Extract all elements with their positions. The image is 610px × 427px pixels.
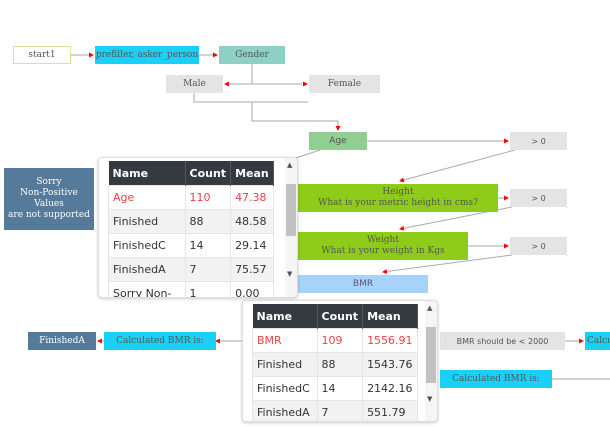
cell: 48.58 (230, 209, 274, 234)
col-count: Count (185, 161, 232, 186)
cell: 75.57 (230, 257, 274, 282)
sorry-line1: Sorry (36, 177, 62, 187)
height-question: What is your metric height in cms? (318, 198, 478, 208)
sorry-line2: Non-Positive Values (20, 188, 78, 209)
cell: 109 (316, 328, 364, 353)
cell: 29.14 (230, 233, 274, 258)
col-mean: Mean (230, 161, 274, 186)
calc-bmr-node-right[interactable]: Calculated (585, 332, 610, 350)
age-label: Age (329, 135, 347, 146)
cell: 110 (184, 185, 232, 210)
cell: 7 (184, 257, 232, 282)
weight-title: Weight (367, 235, 399, 245)
cell: 14 (316, 376, 364, 401)
cell: 551.79 (362, 400, 418, 421)
col-mean: Mean (362, 304, 418, 329)
cell: 0.00 (230, 281, 274, 297)
cell: 14 (184, 233, 232, 258)
prefiller-node[interactable]: prefiller, asker_person (95, 46, 199, 64)
col-count: Count (317, 304, 364, 329)
bmr-condition-node[interactable]: BMR should be < 2000 (440, 332, 565, 350)
bmr-label: BMR (352, 278, 374, 289)
col-name: Name (252, 304, 318, 329)
scrollbar[interactable]: ▲▼ (285, 158, 297, 297)
prefiller-label: prefiller, asker_person (95, 49, 199, 60)
age-node[interactable]: Age (309, 132, 367, 150)
height-title: Height (382, 187, 414, 197)
scroll-up-icon[interactable]: ▲ (427, 304, 433, 312)
cell: Finished (252, 352, 318, 377)
gt0-label: > 0 (531, 136, 546, 146)
gt0-label: > 0 (531, 193, 546, 203)
bmr-node[interactable]: BMR (298, 275, 428, 293)
gt0-node-2[interactable]: > 0 (510, 189, 567, 207)
cell: 7 (316, 400, 364, 421)
cell: Finished (108, 209, 186, 234)
condition-label: BMR should be < 2000 (456, 336, 549, 346)
female-node[interactable]: Female (309, 75, 380, 93)
scroll-thumb[interactable] (286, 184, 296, 236)
start-node[interactable]: start1 (13, 46, 71, 64)
gender-label: Gender (235, 49, 269, 60)
cell: Sorry Non- (108, 281, 186, 297)
gt0-node-3[interactable]: > 0 (510, 237, 567, 255)
cell: 1543.76 (362, 352, 418, 377)
cell: 88 (316, 352, 364, 377)
scroll-up-icon[interactable]: ▲ (287, 161, 293, 169)
cell: 1556.91 (362, 328, 418, 353)
scroll-down-icon[interactable]: ▼ (287, 270, 293, 278)
cell: FinishedA (108, 257, 186, 282)
gender-node[interactable]: Gender (219, 46, 285, 64)
cell: FinishedC (252, 376, 318, 401)
start-label: start1 (28, 49, 56, 60)
cell: 2142.16 (362, 376, 418, 401)
finishedA-label: FinishedA (39, 335, 85, 346)
cell: Age (108, 185, 186, 210)
scroll-thumb[interactable] (426, 327, 436, 383)
cell: 1 (184, 281, 232, 297)
cell: BMR (252, 328, 318, 353)
sorry-line3: are not supported (8, 210, 90, 220)
calc-bmr-label: Calculated BMR is: (452, 373, 540, 384)
cell: FinishedA (252, 400, 318, 421)
weight-question: What is your weight in Kgs (321, 246, 445, 256)
scrollbar[interactable]: ▲▼ (425, 301, 437, 421)
calc-bmr-label: Calculated BMR is: (116, 335, 204, 346)
calc-right-label: Calculated (587, 335, 610, 346)
col-name: Name (108, 161, 186, 186)
male-label: Male (183, 78, 206, 89)
finishedA-node[interactable]: FinishedA (28, 332, 96, 350)
cell: 47.38 (230, 185, 274, 210)
male-node[interactable]: Male (166, 75, 223, 93)
calc-bmr-node-2[interactable]: Calculated BMR is: (440, 370, 552, 388)
gt0-node-1[interactable]: > 0 (510, 132, 567, 150)
cell: 88 (184, 209, 232, 234)
gt0-label: > 0 (531, 241, 546, 251)
female-label: Female (327, 78, 362, 89)
cell: FinishedC (108, 233, 186, 258)
calc-bmr-node-1[interactable]: Calculated BMR is: (104, 332, 216, 350)
scroll-down-icon[interactable]: ▼ (427, 395, 433, 403)
